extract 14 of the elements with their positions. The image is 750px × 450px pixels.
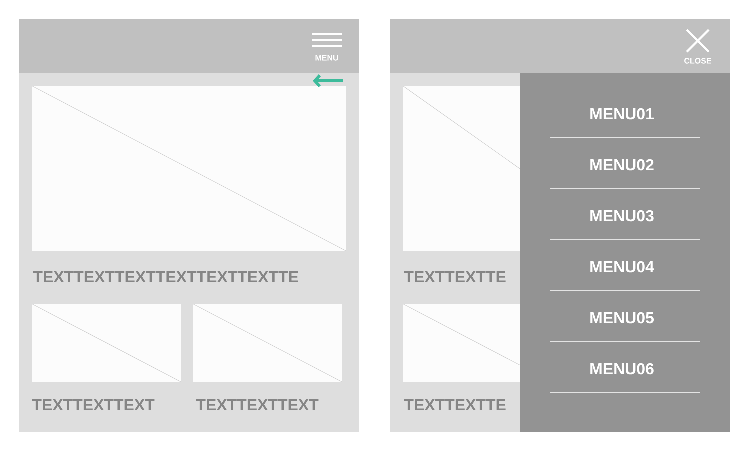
menu-item: MENU04	[550, 261, 700, 292]
menu-button: MENU	[312, 33, 342, 61]
text-line: TEXTTEXTTEXT	[32, 400, 155, 410]
text-line: TEXTTEXTTEXT	[196, 400, 319, 410]
menu-item: MENU03	[550, 210, 700, 240]
menu-item: MENU05	[550, 312, 700, 342]
menu-item: MENU06	[550, 363, 700, 394]
text-line: TEXTTEXTTE	[404, 400, 506, 410]
menu-item: MENU01	[550, 108, 700, 138]
menu-panel	[520, 73, 730, 432]
text-line: TEXTTEXTTE	[404, 272, 506, 282]
close-button: CLOSE	[684, 28, 712, 64]
menu-item: MENU02	[550, 159, 700, 190]
text-line: TEXTTEXTTEXTTEXTTEXTTEXTTE	[33, 272, 298, 282]
